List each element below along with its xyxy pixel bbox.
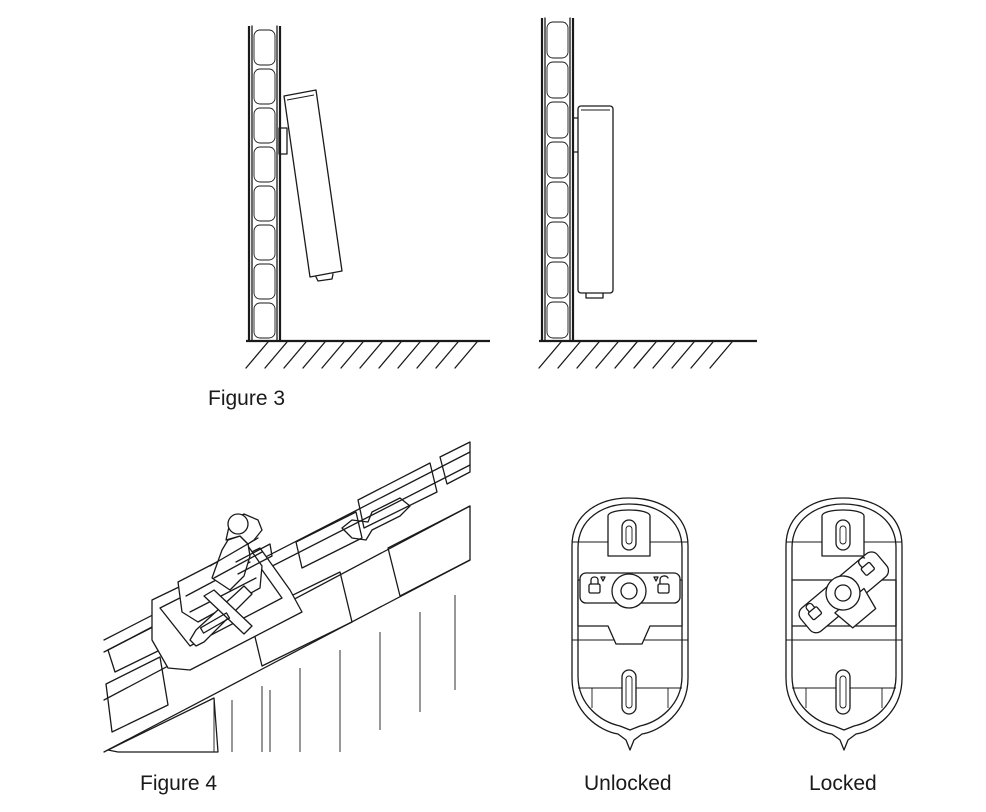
floor-hatch: [283, 341, 307, 369]
floor-hatch: [359, 341, 383, 369]
floor-left: [245, 339, 490, 369]
wall-cell: [253, 107, 276, 144]
padlock-open-icon: [657, 575, 670, 594]
figure3-caption: Figure 3: [208, 387, 286, 410]
wall-cell: [253, 68, 276, 105]
figure3-left-scene: [245, 25, 490, 369]
floor-hatch: [302, 341, 326, 369]
floor-hatch: [576, 341, 600, 369]
floor-hatch: [245, 341, 269, 369]
wall-cell: [546, 101, 569, 139]
padlock-closed-icon: [588, 576, 601, 594]
wall-cell: [253, 263, 276, 300]
wall-cell: [253, 224, 276, 261]
floor-hatch: [321, 341, 345, 369]
wall-cell: [253, 302, 276, 339]
wall-cell: [546, 21, 569, 59]
padlock-open-icon: [858, 556, 875, 576]
floor-hatch: [595, 341, 619, 369]
floor-hatch: [709, 341, 733, 369]
unlocked-plate: [571, 497, 689, 751]
wall-cell: [546, 141, 569, 179]
tilted-unit: [278, 89, 343, 282]
floor-hatch: [378, 341, 402, 369]
wall-cell: [253, 29, 276, 66]
floor-hatch: [397, 341, 421, 369]
floor-hatch: [557, 341, 581, 369]
wall-right: [540, 17, 575, 341]
floor-hatch: [454, 341, 478, 369]
floor-hatch: [264, 341, 288, 369]
floor-hatch: [671, 341, 695, 369]
floor-right: [538, 339, 757, 369]
wall-cell: [546, 261, 569, 299]
mounted-unit: [572, 105, 614, 299]
locked-plate: [785, 497, 903, 751]
locked-caption: Locked: [809, 772, 877, 795]
floor-hatch: [633, 341, 657, 369]
floor-hatch: [652, 341, 676, 369]
padlock-closed-icon: [805, 602, 823, 621]
floor-hatch: [416, 341, 440, 369]
figure3-right-scene: [538, 17, 757, 369]
figure4-caption: Figure 4: [140, 772, 218, 795]
floor-hatch: [538, 341, 562, 369]
floor-hatch: [690, 341, 714, 369]
wall-left: [247, 25, 282, 341]
wall-cell: [546, 61, 569, 99]
wall-cell: [546, 181, 569, 219]
wall-cell: [546, 221, 569, 259]
wall-cell: [253, 146, 276, 183]
floor-hatch: [614, 341, 638, 369]
wall-cell: [253, 185, 276, 222]
figure4-drawing: [103, 441, 471, 753]
floor-hatch: [340, 341, 364, 369]
wall-cell: [546, 301, 569, 339]
floor-hatch: [435, 341, 459, 369]
unlocked-caption: Unlocked: [584, 772, 672, 795]
